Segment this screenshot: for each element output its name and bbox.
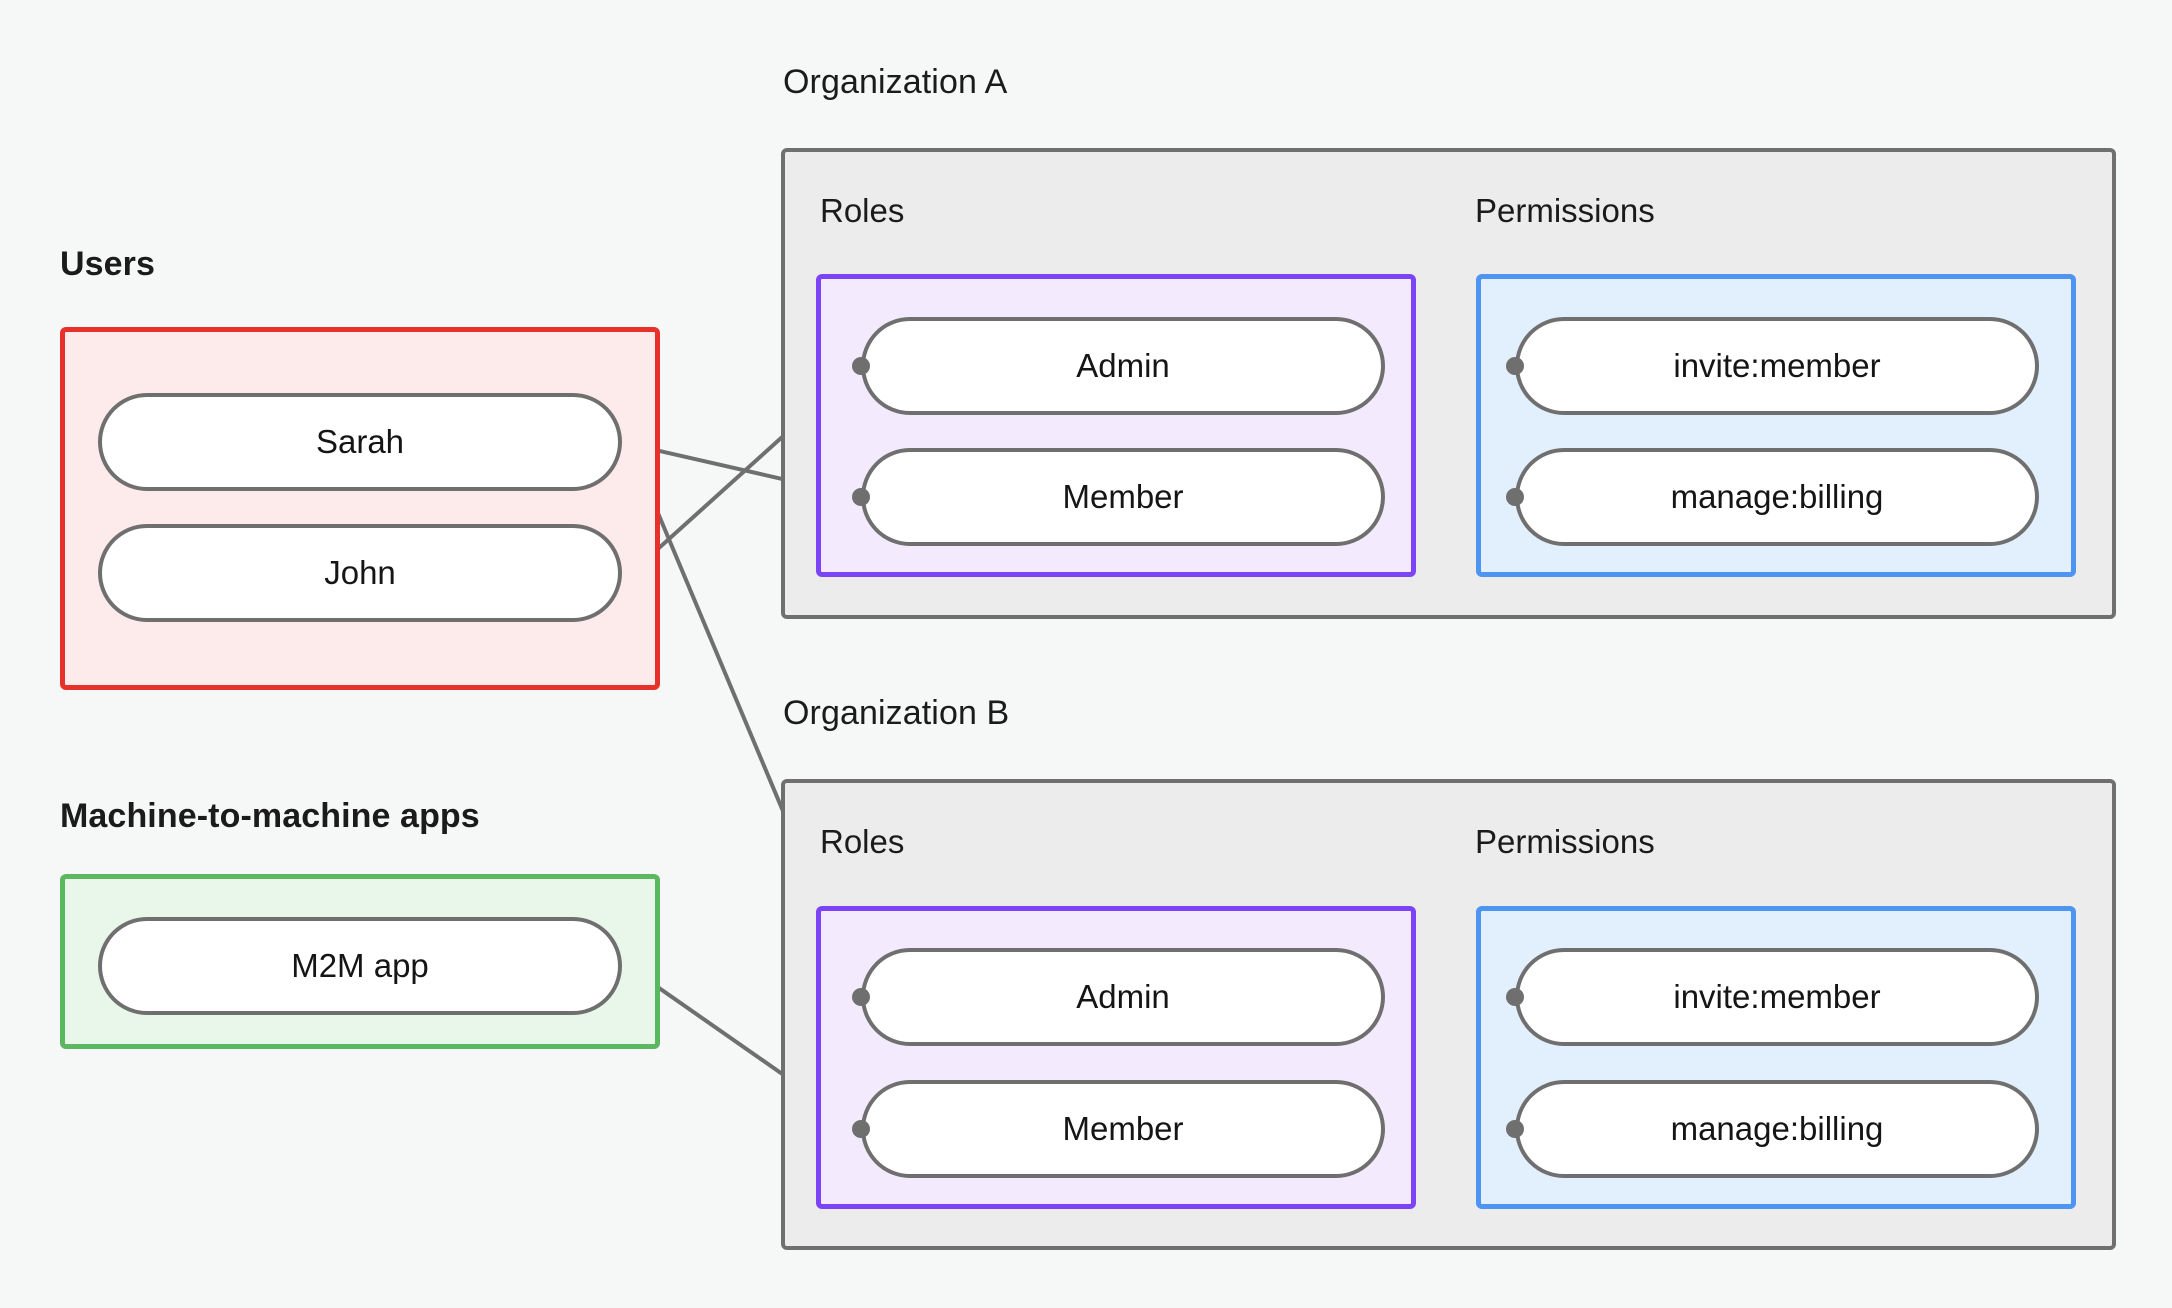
user-node-john[interactable]: John	[98, 524, 622, 622]
org-a-title: Organization A	[783, 63, 1008, 101]
org-b-permission-invite-member-label: invite:member	[1673, 978, 1881, 1015]
user-node-sarah-label: Sarah	[315, 423, 405, 460]
connector-dot-org-b-billing-in	[1506, 1120, 1524, 1138]
user-node-sarah[interactable]: Sarah	[98, 393, 622, 491]
connector-dot-org-b-invite-in	[1506, 988, 1524, 1006]
org-a-role-member-label: Member	[1062, 478, 1184, 515]
org-a-role-admin[interactable]: Admin	[861, 317, 1385, 415]
user-node-john-label: John	[324, 554, 396, 591]
org-a-permission-manage-billing-label: manage:billing	[1670, 478, 1884, 515]
m2m-group-label: Machine-to-machine apps	[60, 797, 480, 835]
org-a-permissions-title: Permissions	[1475, 192, 1655, 229]
org-b-roles-title: Roles	[820, 823, 905, 860]
connector-dot-org-a-billing-in	[1506, 488, 1524, 506]
org-b-role-admin[interactable]: Admin	[861, 948, 1385, 1046]
users-container	[60, 327, 660, 690]
org-b-permission-manage-billing[interactable]: manage:billing	[1515, 1080, 2039, 1178]
m2m-node-app-label: M2M app	[291, 947, 429, 984]
org-a-role-member[interactable]: Member	[861, 448, 1385, 546]
org-b-permission-manage-billing-label: manage:billing	[1670, 1110, 1884, 1147]
m2m-node-app[interactable]: M2M app	[98, 917, 622, 1015]
connector-dot-org-b-member-in	[852, 1120, 870, 1138]
org-a-permission-invite-member[interactable]: invite:member	[1515, 317, 2039, 415]
users-group-label: Users	[60, 245, 156, 283]
org-a-role-admin-label: Admin	[1076, 347, 1170, 384]
connector-dot-org-a-admin-in	[852, 357, 870, 375]
org-b-role-member[interactable]: Member	[861, 1080, 1385, 1178]
connector-dot-org-b-admin-in	[852, 988, 870, 1006]
connector-dot-org-a-invite-in	[1506, 357, 1524, 375]
org-b-permissions-title: Permissions	[1475, 823, 1655, 860]
org-a-roles-title: Roles	[820, 192, 905, 229]
org-a-permission-manage-billing[interactable]: manage:billing	[1515, 448, 2039, 546]
connector-dot-org-a-member-in	[852, 488, 870, 506]
org-b-permission-invite-member[interactable]: invite:member	[1515, 948, 2039, 1046]
org-b-role-member-label: Member	[1062, 1110, 1184, 1147]
org-a-permission-invite-member-label: invite:member	[1673, 347, 1881, 384]
org-b-role-admin-label: Admin	[1076, 978, 1170, 1015]
org-b-title: Organization B	[783, 694, 1010, 732]
